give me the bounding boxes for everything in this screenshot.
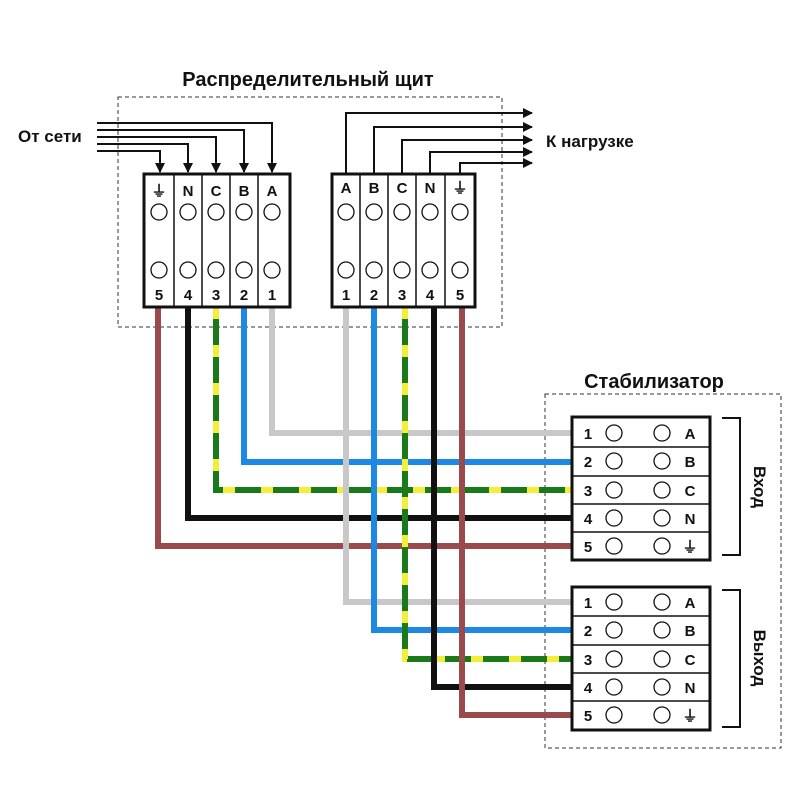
stab-out-num-2: 2: [584, 623, 592, 640]
output-block-top-2: B: [369, 180, 380, 197]
stab-in-phase-1: A: [685, 426, 696, 443]
stab-in-phase-4: N: [685, 511, 696, 528]
output-block-top-4: N: [425, 180, 436, 197]
stab-out-num-1: 1: [584, 595, 592, 612]
input-block-top-2: N: [183, 183, 194, 200]
stabilizer-enclosure: [544, 393, 782, 749]
stab-in-phase-5: ⏚: [682, 539, 697, 556]
wires-panel-to-stabilizer-input: [155, 307, 572, 549]
input-block-top-5: A: [267, 183, 278, 200]
output-block-top-1: A: [341, 180, 352, 197]
input-block-bottom-2: 4: [184, 287, 193, 304]
input-block-bottom-1: 5: [155, 287, 163, 304]
stab-out-phase-3: C: [685, 652, 696, 669]
panel-title: Распределительный щит: [182, 69, 434, 91]
stab-in-phase-2: B: [685, 454, 696, 471]
input-block-bottom-4: 2: [240, 287, 248, 304]
input-block-top-3: C: [211, 183, 222, 200]
output-bracket: [722, 589, 741, 728]
stab-out-phase-4: N: [685, 680, 696, 697]
stab-in-phase-3: C: [685, 483, 696, 500]
stabilizer-input-label: Вход: [750, 466, 769, 508]
stab-in-num-3: 3: [584, 483, 592, 500]
stab-out-phase-2: B: [685, 623, 696, 640]
input-block-bottom-5: 1: [268, 287, 276, 304]
supply-lines: [97, 122, 277, 173]
output-block-bottom-2: 2: [370, 287, 378, 304]
output-block-bottom-4: 4: [426, 287, 435, 304]
input-block-top-1: ⏚: [151, 183, 166, 200]
stabilizer-output-label: Выход: [750, 630, 769, 687]
input-bracket: [722, 417, 741, 556]
panel-enclosure: [117, 96, 503, 328]
stab-out-num-5: 5: [584, 708, 592, 725]
stabilizer-output-block: 1 2 3 4 5 A B C N ⏚: [570, 585, 712, 732]
stab-in-num-5: 5: [584, 539, 592, 556]
input-block-top-4: B: [239, 183, 250, 200]
stabilizer-input-block: 1 2 3 4 5 A B C N ⏚: [570, 415, 712, 562]
stab-out-phase-1: A: [685, 595, 696, 612]
output-block-bottom-5: 5: [456, 287, 464, 304]
stab-out-num-3: 3: [584, 652, 592, 669]
input-block-bottom-3: 3: [212, 287, 220, 304]
stab-out-phase-5: ⏚: [682, 708, 697, 725]
output-block-bottom-1: 1: [342, 287, 350, 304]
from-grid-label: От сети: [18, 127, 82, 146]
stab-out-num-4: 4: [584, 680, 593, 697]
stab-in-num-1: 1: [584, 426, 592, 443]
output-block-top-3: C: [397, 180, 408, 197]
stab-in-num-2: 2: [584, 454, 592, 471]
output-block-bottom-3: 3: [398, 287, 406, 304]
stab-in-num-4: 4: [584, 511, 593, 528]
output-block-top-5: ⏚: [452, 180, 467, 197]
load-lines: [345, 108, 533, 174]
to-load-label: К нагрузке: [546, 132, 634, 151]
stabilizer-title: Стабилизатор: [584, 371, 724, 393]
panel-input-block: ⏚ N C B A 5 4 3 2 1: [142, 172, 292, 309]
wires-stabilizer-output-to-panel: [343, 307, 572, 718]
panel-output-block: A B C N ⏚ 1 2 3 4 5: [330, 172, 477, 309]
